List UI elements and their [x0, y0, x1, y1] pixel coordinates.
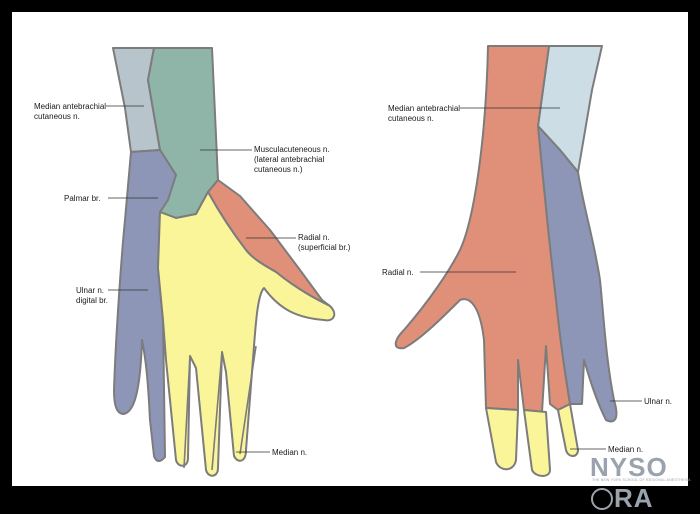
dorsal-hand: [394, 45, 618, 477]
label-palmar-median: Median n.: [272, 448, 308, 457]
palmar-ulnar-region: [113, 149, 177, 462]
leader-lines: [106, 105, 642, 453]
label-dorsal-median: Median n.: [608, 445, 644, 454]
palmar-median-region: [157, 191, 336, 477]
label-dorsal-radial: Radial n.: [382, 268, 414, 277]
label-palmar-palmar-branch: Palmar br.: [64, 194, 101, 203]
label-dorsal-ulnar: Ulnar n.: [644, 397, 673, 406]
label-palmar-median-antebrachial: Median antebrachial cutaneous n.: [34, 102, 107, 121]
hand-nerve-diagram: [106, 45, 642, 477]
label-palmar-musculocutaneous: Musculacuteneous n. (lateral antebrachia…: [254, 145, 330, 174]
label-palmar-radial-superficial: Radial n. (superficial br.): [298, 233, 351, 252]
logo-wordmark: NYSORA: [590, 452, 668, 513]
palmar-hand: [112, 47, 336, 477]
logo-tagline: THE NEW YORK SCHOOL OF REGIONAL ANESTHES…: [592, 478, 691, 482]
dorsal-median-region-2: [523, 409, 551, 477]
dorsal-median-region-1: [485, 407, 519, 471]
dorsal-median-region-3: [557, 403, 579, 457]
nysora-logo: NYSORA THE NEW YORK SCHOOL OF REGIONAL A…: [590, 452, 691, 513]
logo-circle-mark: [591, 488, 613, 510]
figure-frame: Median antebrachial cutaneous n. Muscula…: [12, 12, 691, 513]
label-palmar-ulnar-digital: Ulnar n. digital br.: [76, 286, 109, 305]
label-dorsal-median-antebrachial: Median antebrachial cutaneous n.: [388, 104, 461, 123]
dorsal-radial-region: [394, 45, 571, 413]
